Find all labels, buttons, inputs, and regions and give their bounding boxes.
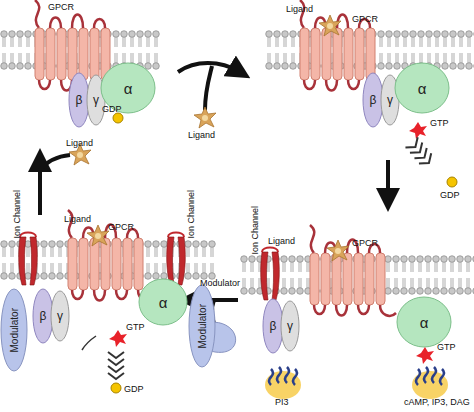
node-text-box: α xyxy=(396,296,452,348)
subunit-label: β xyxy=(40,309,47,323)
modulator-label: Modulator xyxy=(9,308,20,352)
subunit-shape: α xyxy=(138,278,188,326)
annotation-label: cAMP, IP3, DAG xyxy=(404,397,470,407)
subunit-label: γ xyxy=(387,93,393,107)
annotation-label: GDP xyxy=(440,190,460,200)
subunit-label: β xyxy=(270,319,277,333)
subunit-label: α xyxy=(420,314,429,331)
annotation-label: Ion Channel xyxy=(12,190,22,239)
modulator-blob: Modulator xyxy=(0,288,28,372)
subunit-shape: α xyxy=(394,62,450,114)
annotation-label: Ion Channel xyxy=(186,190,196,239)
annotation-label: GPCR xyxy=(352,238,378,248)
annotation-label: GTP xyxy=(437,342,456,352)
annotation-label: GTP xyxy=(126,322,145,332)
annotation-label: GPCR xyxy=(352,14,378,24)
subunit-shape: α xyxy=(396,296,452,348)
annotation-label: Ion Channel xyxy=(250,206,260,255)
node-text-box: α xyxy=(138,278,188,326)
subunit-label: γ xyxy=(57,309,63,323)
modulator-label: Modulator xyxy=(197,304,208,348)
annotation-label: GTP xyxy=(430,118,449,128)
node-text-box: Modulator xyxy=(188,284,216,368)
annotation-label: Ligand xyxy=(188,130,215,140)
node-text-box: Modulator xyxy=(0,288,28,372)
subunit-label: α xyxy=(124,80,133,97)
subunit-shape: γ xyxy=(50,290,70,342)
subunit-label: γ xyxy=(287,319,293,333)
annotation-label: Ligand xyxy=(286,4,313,14)
subunit-label: γ xyxy=(93,93,99,107)
subunit-label: β xyxy=(76,93,83,107)
annotation-label: GDP xyxy=(124,384,144,394)
subunit-label: β xyxy=(370,93,377,107)
annotation-label: Modulator xyxy=(200,278,240,288)
subunit-shape: γ xyxy=(280,300,300,352)
annotation-label: GPCR xyxy=(48,2,74,12)
annotation-label: GPCR xyxy=(108,222,134,232)
node-text-box: γ xyxy=(50,290,70,342)
node-text-box: α xyxy=(394,62,450,114)
annotation-label: GDP xyxy=(102,104,122,114)
modulator-blob: Modulator xyxy=(188,284,216,368)
annotation-label: PI3 xyxy=(275,397,289,407)
subunit-label: α xyxy=(418,80,427,97)
annotation-label: Ligand xyxy=(268,236,295,246)
subunit-label: α xyxy=(159,294,168,311)
annotation-label: Ligand xyxy=(66,138,93,148)
annotation-label: Ligand xyxy=(64,214,91,224)
node-text-box: γ xyxy=(280,300,300,352)
